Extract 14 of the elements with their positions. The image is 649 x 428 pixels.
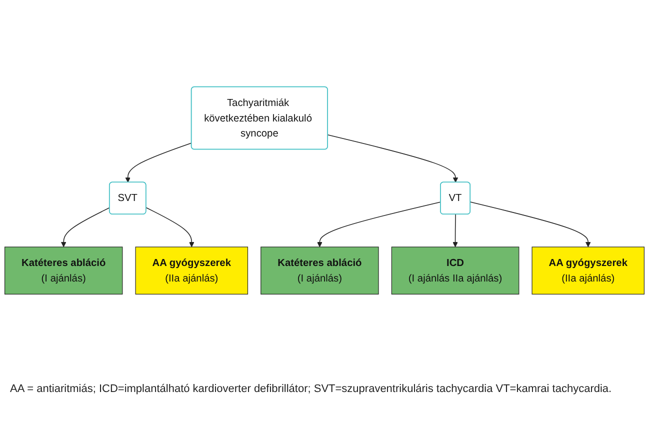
node-box <box>532 246 644 294</box>
arrow <box>317 201 442 247</box>
arrow <box>470 201 591 247</box>
arrow <box>452 214 458 247</box>
arrow <box>146 206 194 247</box>
arrow <box>328 134 458 182</box>
node-box <box>260 246 379 294</box>
arrow <box>60 206 110 247</box>
node-box <box>135 246 248 294</box>
node-box <box>391 246 520 294</box>
node-box <box>4 246 123 294</box>
caption-text: AA = antiaritmiás; ICD=implantálható kardioverter defibrillátor; SVT=szupraventrikuláris tachycardia VT=kamrai tachycardia. <box>9 382 613 397</box>
flowchart-diagram: Tachyaritmiák következtében kialakuló syncope SVT VT Katéteres abláció (I ajánlás) AA gyógyszerek (IIa ajánlás) Katéteres abláció (I ajánlás) ICD (I ajánlás IIa ajánlás) AA gyógyszerek (IIa ajánlás) <box>0 82 649 298</box>
arrow <box>125 142 192 182</box>
